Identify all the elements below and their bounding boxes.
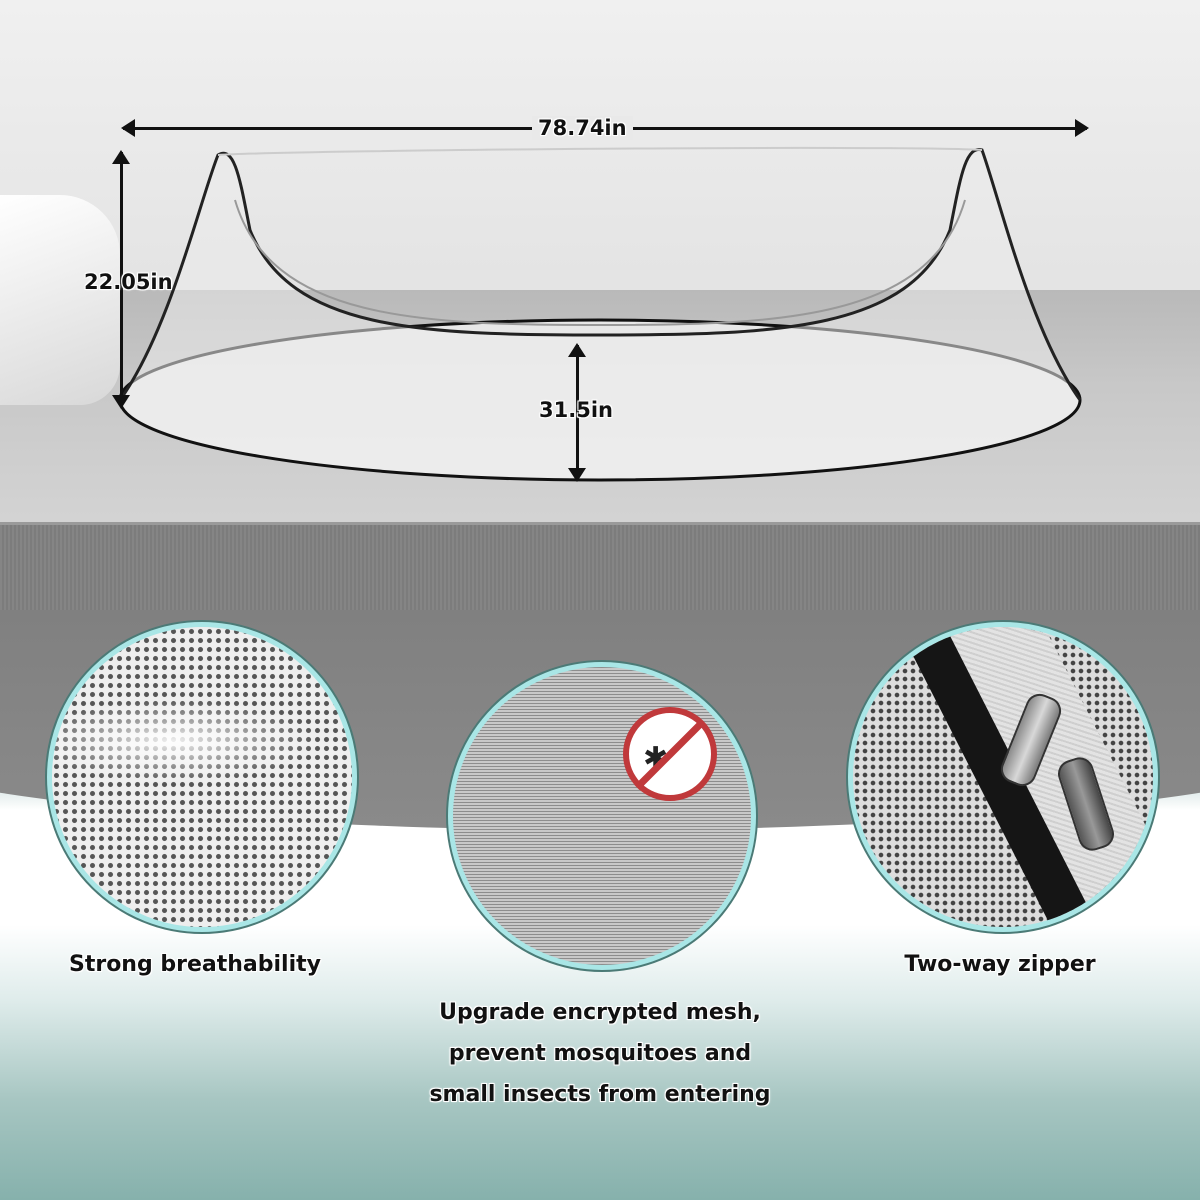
depth-dimension-arrow — [568, 343, 586, 482]
caption-line: Upgrade encrypted mesh, — [439, 1000, 761, 1025]
mosquito-icon: ✱ — [643, 741, 669, 776]
height-label: 22.05in — [84, 270, 173, 294]
depth-label: 31.5in — [539, 398, 613, 422]
no-mosquito-icon: ✱ — [623, 707, 717, 801]
pillow — [0, 195, 120, 405]
feature-caption-mesh: Upgrade encrypted mesh, prevent mosquito… — [390, 992, 810, 1115]
feature-caption-breathability: Strong breathability — [68, 952, 321, 977]
caption-line: prevent mosquitoes and — [448, 1041, 752, 1066]
mosquito-net-tent-illustration — [118, 146, 1082, 482]
caption-line: small insects from entering — [429, 1082, 771, 1107]
encrypted-mesh-closeup: ✱ — [448, 662, 756, 970]
feature-caption-zipper: Two-way zipper — [904, 952, 1096, 977]
height-dimension-arrow — [112, 150, 130, 409]
width-label: 78.74in — [532, 116, 633, 140]
breathability-mesh-closeup — [47, 622, 357, 932]
zipper-closeup — [848, 622, 1158, 932]
